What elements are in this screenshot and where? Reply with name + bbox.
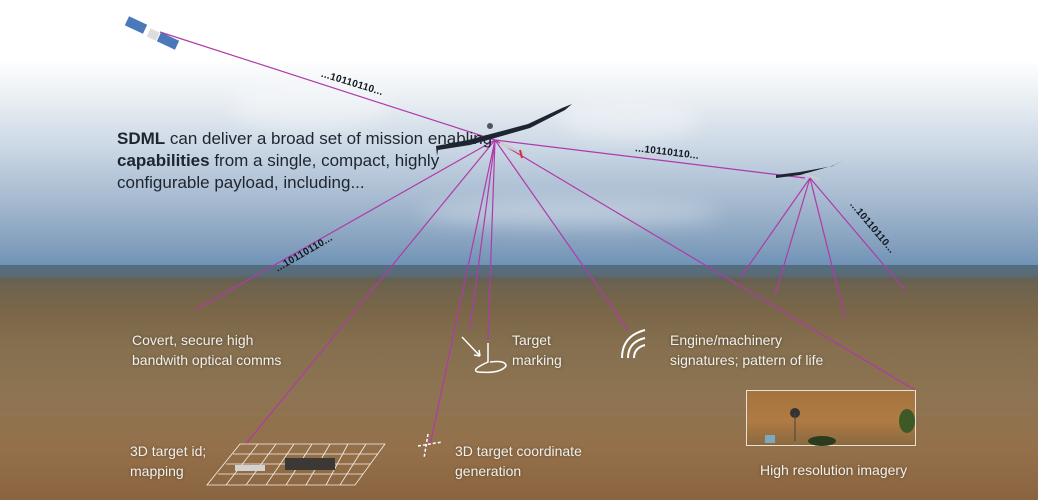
windmill-icon — [765, 408, 915, 446]
crosshair-icon — [417, 433, 443, 459]
mapping-grid-icon — [206, 443, 386, 486]
intro-text: SDML can deliver a broad set of mission … — [117, 129, 493, 192]
high-resolution-imagery-inset — [746, 390, 916, 446]
comms-link-line — [194, 139, 496, 311]
cloud — [230, 80, 390, 130]
cloud — [560, 100, 700, 140]
drone-icon-secondary — [776, 160, 843, 181]
capability-high-res-imagery: High resolution imagery — [760, 462, 908, 478]
signature-link-line — [494, 139, 629, 331]
marking-link-line — [487, 139, 496, 341]
cloud — [420, 200, 720, 225]
drone-icon — [436, 104, 572, 159]
signal-waves-icon — [621, 329, 646, 359]
target-marking-icon — [461, 336, 507, 374]
coordinate-link-line — [429, 139, 496, 446]
drone-to-drone-link-line — [494, 139, 806, 179]
mapping-link-line — [244, 139, 496, 446]
satellite-link-line — [159, 31, 496, 141]
link-lines — [159, 31, 916, 446]
capability-3d-mapping: 3D target id;mapping — [130, 443, 207, 479]
imagery-link-line — [494, 139, 916, 391]
marking-link-line-2 — [469, 139, 496, 331]
satellite-icon — [124, 16, 180, 50]
horizon — [0, 265, 1038, 285]
